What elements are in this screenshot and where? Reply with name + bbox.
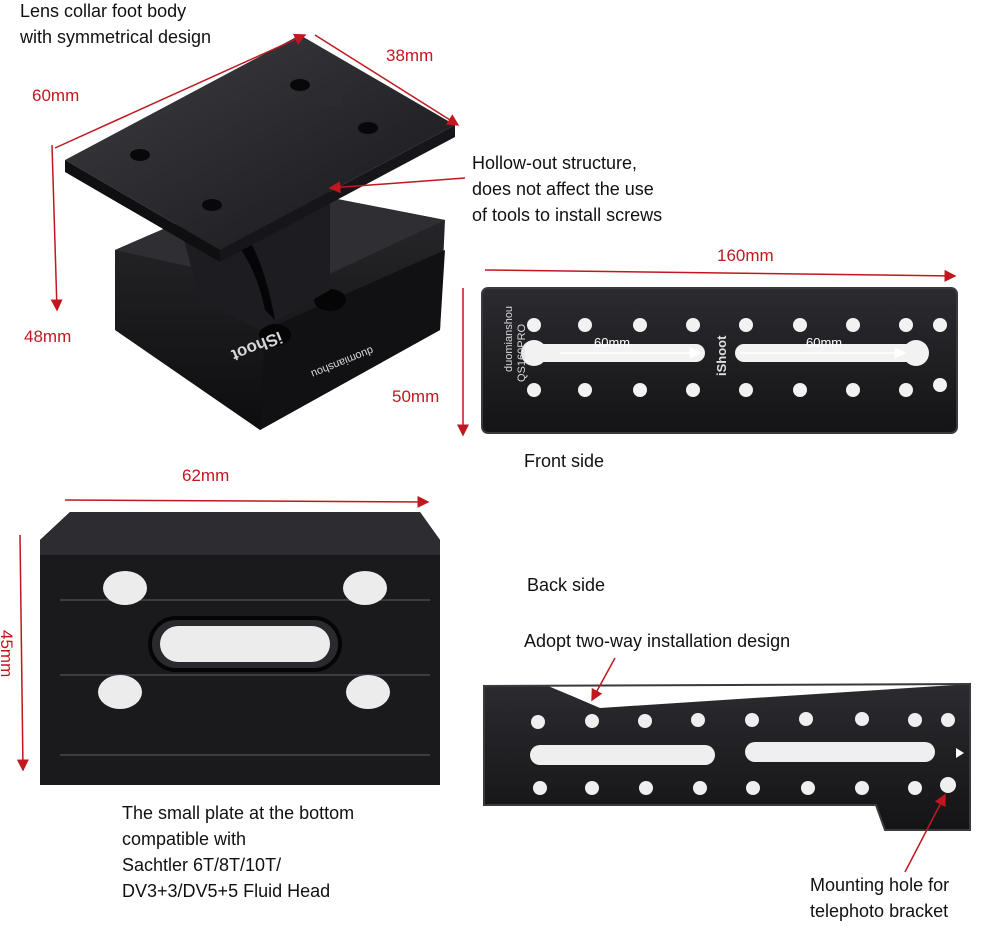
- front-plate-image: [481, 287, 958, 434]
- plate-height-label: 50mm: [392, 387, 440, 406]
- small-plate-caption-line: DV3+3/DV5+5 Fluid Head: [122, 881, 331, 901]
- hollow-caption: Hollow-out structure, does not affect th…: [472, 150, 662, 228]
- small-plate-image: [40, 512, 440, 785]
- foot-depth-dimension-line: [314, 34, 460, 126]
- small-plate-caption-line: The small plate at the bottom: [122, 803, 355, 823]
- back-plate-image: [483, 682, 971, 831]
- small-plate-width-label: 62mm: [182, 466, 230, 485]
- mounting-hole-caption-line: telephoto bracket: [810, 901, 949, 921]
- mounting-hole-caption-line: Mounting hole for: [810, 875, 950, 895]
- foot-body-caption: Lens collar foot body with symmetrical d…: [20, 0, 211, 50]
- foot-height-dimension-line: [50, 144, 63, 312]
- foot-height-label: 48mm: [24, 327, 72, 346]
- hollow-caption-line: of tools to install screws: [472, 205, 663, 225]
- hollow-pointer-line: [328, 177, 466, 194]
- slot-left-label: 60mm: [594, 335, 631, 350]
- back-side-caption: Back side: [527, 575, 606, 595]
- small-plate-width-dimension-line: [64, 495, 430, 508]
- slot-right-label: 60mm: [806, 335, 843, 350]
- lens-foot-image: [65, 35, 455, 430]
- plate-length-label: 160mm: [717, 246, 774, 265]
- plate-brand-engraving: iShoot: [714, 335, 729, 376]
- two-way-caption: Adopt two-way installation design: [524, 631, 791, 651]
- two-way-pointer-line: [591, 657, 616, 702]
- plate-model-engraving: QS160PRO: [516, 323, 528, 382]
- hollow-caption-line: does not affect the use: [472, 179, 654, 199]
- plate-maker-engraving: duomianshou: [503, 305, 515, 372]
- mounting-hole-pointer-line: [904, 793, 946, 873]
- small-plate-height-dimension-line: [16, 534, 29, 772]
- small-plate-caption-line: Sachtler 6T/8T/10T/: [122, 855, 282, 875]
- foot-width-label: 60mm: [32, 86, 80, 105]
- plate-length-dimension-line: [484, 269, 957, 282]
- small-plate-caption-line: compatible with: [122, 829, 247, 849]
- foot-body-caption-line: Lens collar foot body: [20, 1, 187, 21]
- foot-body-caption-line: with symmetrical design: [20, 27, 212, 47]
- small-plate-caption: The small plate at the bottom compatible…: [122, 800, 354, 904]
- small-plate-height-label: 45mm: [0, 630, 16, 678]
- foot-width-dimension-line: [54, 33, 307, 149]
- front-side-caption: Front side: [524, 451, 605, 471]
- foot-depth-label: 38mm: [386, 46, 434, 65]
- hollow-caption-line: Hollow-out structure,: [472, 153, 638, 173]
- mounting-hole-caption: Mounting hole for telephoto bracket: [810, 872, 949, 924]
